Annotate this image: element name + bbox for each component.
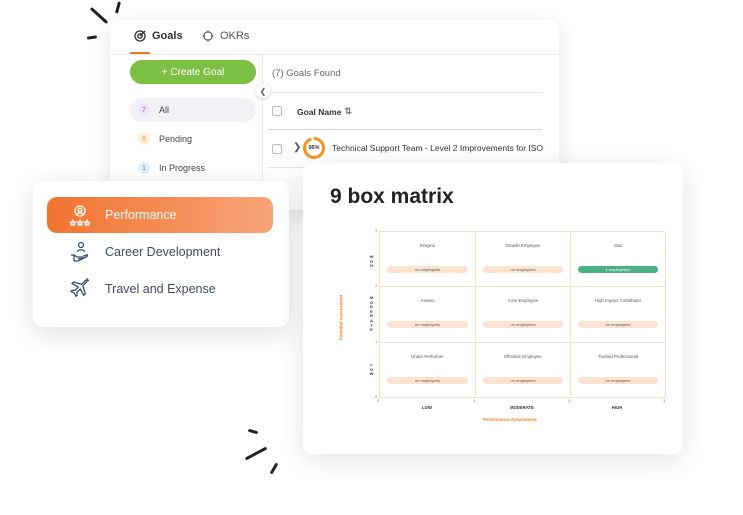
matrix-grid: Enigma no employees Growth Employee no emp… bbox=[379, 231, 666, 398]
filter-pending[interactable]: 6 Pending bbox=[130, 127, 256, 151]
chevron-right-icon[interactable]: ❯ bbox=[293, 142, 302, 153]
progress-ring: 95% bbox=[303, 137, 325, 159]
filter-count-badge: 7 bbox=[138, 104, 150, 116]
filter-count-badge: 1 bbox=[138, 162, 150, 174]
menu-item-label: Travel and Expense bbox=[105, 282, 216, 296]
employee-count-pill[interactable]: no employees bbox=[578, 321, 658, 328]
module-menu: Performance Career Development Travel an… bbox=[33, 181, 289, 327]
tab-goals[interactable]: Goals bbox=[134, 30, 183, 42]
nine-box-matrix-panel: 9 box matrix Potential Assessment 3 2 1 … bbox=[303, 163, 683, 454]
matrix-cell[interactable]: Trusted Professional no employees bbox=[571, 343, 666, 398]
filter-all[interactable]: 7 All bbox=[130, 98, 256, 122]
y-level-label: LOW bbox=[369, 362, 374, 377]
filter-label: All bbox=[159, 105, 170, 115]
y-tick: 2 bbox=[375, 283, 378, 288]
goal-name[interactable]: Technical Support Team - Level 2 Improve… bbox=[332, 143, 544, 153]
filter-in-progress[interactable]: 1 In Progress bbox=[130, 156, 256, 180]
sort-icon: ⇅ bbox=[344, 106, 352, 116]
employee-count-pill[interactable]: no employees bbox=[387, 377, 468, 384]
matrix-cell[interactable]: Assess no employees bbox=[380, 287, 476, 343]
x-level-label: LOW bbox=[422, 405, 432, 410]
x-level-label: MODERATE bbox=[510, 405, 534, 410]
cell-label: Trusted Professional bbox=[597, 354, 639, 359]
employee-count-pill[interactable]: no employees bbox=[483, 377, 563, 384]
cell-label: Effective Employee bbox=[504, 354, 542, 359]
select-all-checkbox[interactable] bbox=[272, 106, 282, 116]
tab-goals-label: Goals bbox=[152, 30, 183, 42]
matrix-cell[interactable]: Under Performer no employees bbox=[380, 343, 476, 398]
airplane-icon bbox=[70, 278, 90, 297]
menu-item-travel-and-expense[interactable]: Travel and Expense bbox=[47, 271, 273, 307]
y-tick: 3 bbox=[375, 228, 378, 233]
table-divider bbox=[268, 129, 542, 130]
x-axis-title: Performance Assessment bbox=[483, 417, 537, 422]
decorative-stroke bbox=[114, 1, 122, 14]
matrix-title: 9 box matrix bbox=[330, 185, 454, 208]
employee-count-pill[interactable]: 1 employee(s) bbox=[578, 266, 658, 273]
create-goal-button[interactable]: + Create Goal bbox=[130, 60, 256, 84]
cell-label: Growth Employee bbox=[505, 243, 541, 248]
y-level-label: HIGH bbox=[369, 254, 374, 269]
matrix-cell[interactable]: High Impact Contributor no employees bbox=[571, 287, 666, 343]
menu-item-label: Career Development bbox=[105, 245, 221, 259]
x-tick: 3 bbox=[663, 398, 666, 403]
menu-item-label: Performance bbox=[105, 208, 177, 222]
tab-okrs[interactable]: OKRs bbox=[202, 30, 249, 42]
decorative-stroke bbox=[269, 462, 279, 475]
active-tab-indicator bbox=[130, 52, 150, 54]
column-header-label: Goal Name bbox=[297, 106, 342, 117]
table-divider bbox=[268, 92, 542, 93]
collapse-sidebar-button[interactable]: ❮ bbox=[256, 84, 270, 98]
decorative-stroke bbox=[89, 7, 109, 24]
y-tick: 0 bbox=[375, 394, 378, 399]
matrix-cell[interactable]: Enigma no employees bbox=[380, 232, 476, 287]
x-tick: 1 bbox=[473, 398, 476, 403]
decorative-stroke bbox=[244, 446, 268, 461]
filter-label: Pending bbox=[159, 134, 193, 144]
performance-icon bbox=[69, 205, 91, 226]
employee-count-pill[interactable]: no employees bbox=[578, 377, 658, 384]
goals-found-count: (7) Goals Found bbox=[272, 68, 341, 79]
cell-label: Under Performer bbox=[411, 354, 444, 359]
tabs-divider bbox=[110, 54, 559, 55]
x-tick: 0 bbox=[377, 398, 380, 403]
matrix-cell[interactable]: Core Employee no employees bbox=[476, 287, 571, 343]
x-tick: 2 bbox=[568, 398, 571, 403]
employee-count-pill[interactable]: no employees bbox=[387, 266, 468, 273]
progress-value: 95% bbox=[306, 140, 322, 156]
x-level-label: HIGH bbox=[611, 405, 623, 410]
menu-item-career-development[interactable]: Career Development bbox=[47, 234, 273, 270]
cell-label: Assess bbox=[420, 298, 435, 303]
sidebar-divider bbox=[262, 54, 263, 210]
tab-okrs-label: OKRs bbox=[220, 30, 250, 42]
cell-label: High Impact Contributor bbox=[594, 298, 642, 303]
employee-count-pill[interactable]: no employees bbox=[483, 266, 563, 273]
chevron-left-icon: ❮ bbox=[259, 86, 267, 96]
cell-label: Core Employee bbox=[507, 298, 539, 303]
matrix-cell[interactable]: Growth Employee no employees bbox=[476, 232, 571, 287]
crosshair-icon bbox=[202, 30, 214, 42]
cell-label: Star bbox=[613, 243, 623, 248]
employee-count-pill[interactable]: no employees bbox=[387, 321, 468, 328]
target-icon bbox=[134, 30, 146, 42]
filter-count-badge: 6 bbox=[138, 133, 150, 145]
matrix-cell[interactable]: Effective Employee no employees bbox=[476, 343, 571, 398]
decorative-stroke bbox=[86, 35, 98, 40]
cell-label: Enigma bbox=[420, 243, 435, 248]
row-checkbox[interactable] bbox=[272, 144, 282, 154]
y-tick: 1 bbox=[375, 339, 378, 344]
employee-count-pill[interactable]: no employees bbox=[483, 321, 563, 328]
y-level-label: MODERATE bbox=[369, 295, 374, 333]
y-axis-title: Potential Assessment bbox=[338, 294, 344, 341]
matrix-cell[interactable]: Star 1 employee(s) bbox=[571, 232, 666, 287]
decorative-stroke bbox=[247, 428, 259, 435]
filter-label: In Progress bbox=[159, 163, 206, 173]
career-development-icon bbox=[71, 241, 89, 262]
goal-name-column-header[interactable]: Goal Name ⇅ bbox=[297, 106, 352, 117]
menu-item-performance[interactable]: Performance bbox=[47, 197, 273, 233]
